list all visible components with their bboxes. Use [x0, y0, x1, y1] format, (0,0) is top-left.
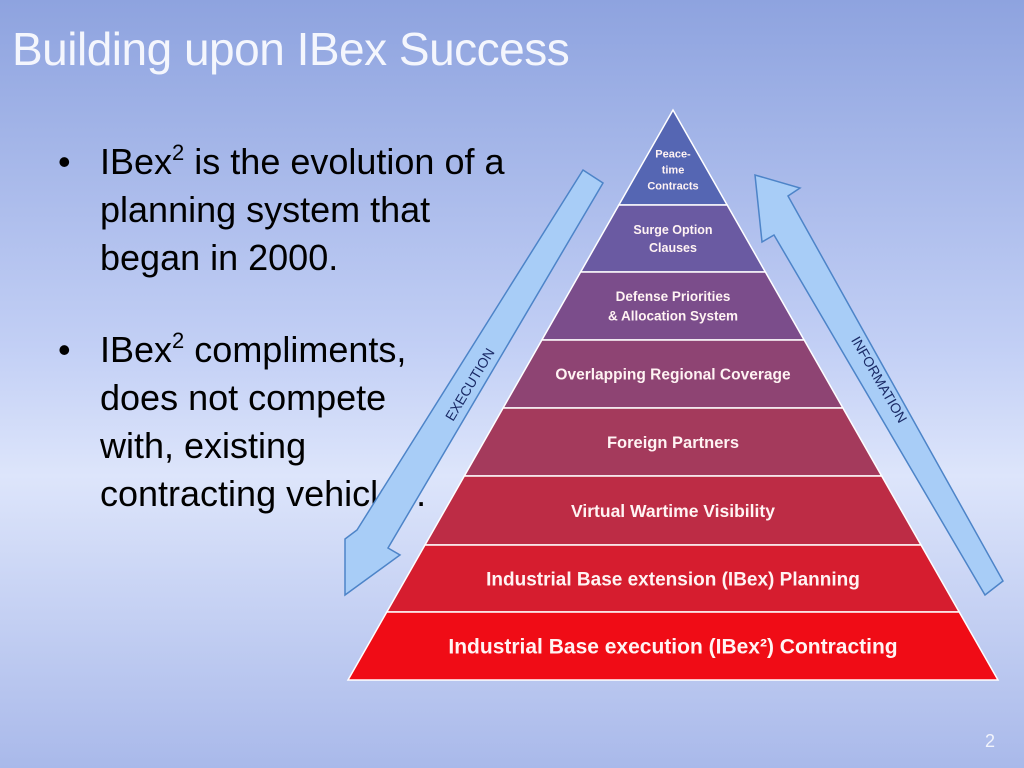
bullet-list: •IBex2 is the evolution of a planning sy… — [58, 138, 528, 518]
pyramid-level — [540, 271, 806, 341]
pyramid-level-label: Clauses — [649, 241, 697, 255]
slide-title: Building upon IBex Success — [12, 23, 570, 75]
bullet-dot: • — [58, 329, 71, 370]
information-arrow — [754, 173, 1004, 597]
pyramid-level — [346, 611, 1000, 681]
bullet-item: • IBex2 is the evolution of a planning sy… — [58, 138, 540, 282]
pyramid-level-label: Peace- — [655, 149, 691, 161]
pyramid-level-label: Overlapping Regional Coverage — [555, 367, 791, 384]
pyramid-level-label: Contracts — [647, 180, 698, 192]
pyramid-level-label: Industrial Base execution (IBex²) Contra… — [448, 636, 897, 659]
bullet-superscript: 2 — [172, 328, 185, 353]
pyramid-level-label: Surge Option — [633, 223, 712, 237]
slide-number: 2 — [985, 731, 996, 751]
bullet-text: is the evolution of a planning system th… — [100, 141, 505, 278]
pyramid-level — [579, 204, 767, 273]
pyramid-level-label: time — [662, 164, 685, 176]
bullet-prefix: IBex — [100, 141, 173, 182]
pyramid-level-label: Industrial Base extension (IBex) Plannin… — [486, 569, 860, 590]
bullet-dot: • — [58, 141, 71, 182]
bullet-superscript: 2 — [172, 140, 185, 165]
pyramid-level-label: & Allocation System — [608, 309, 738, 324]
bullet-prefix: IBex — [100, 329, 173, 370]
pyramid-level-label: Defense Priorities — [616, 289, 731, 304]
pyramid-level-label: Foreign Partners — [607, 434, 739, 452]
execution-arrow — [344, 168, 605, 597]
pyramid-level-label: Virtual Wartime Visibility — [571, 501, 775, 521]
